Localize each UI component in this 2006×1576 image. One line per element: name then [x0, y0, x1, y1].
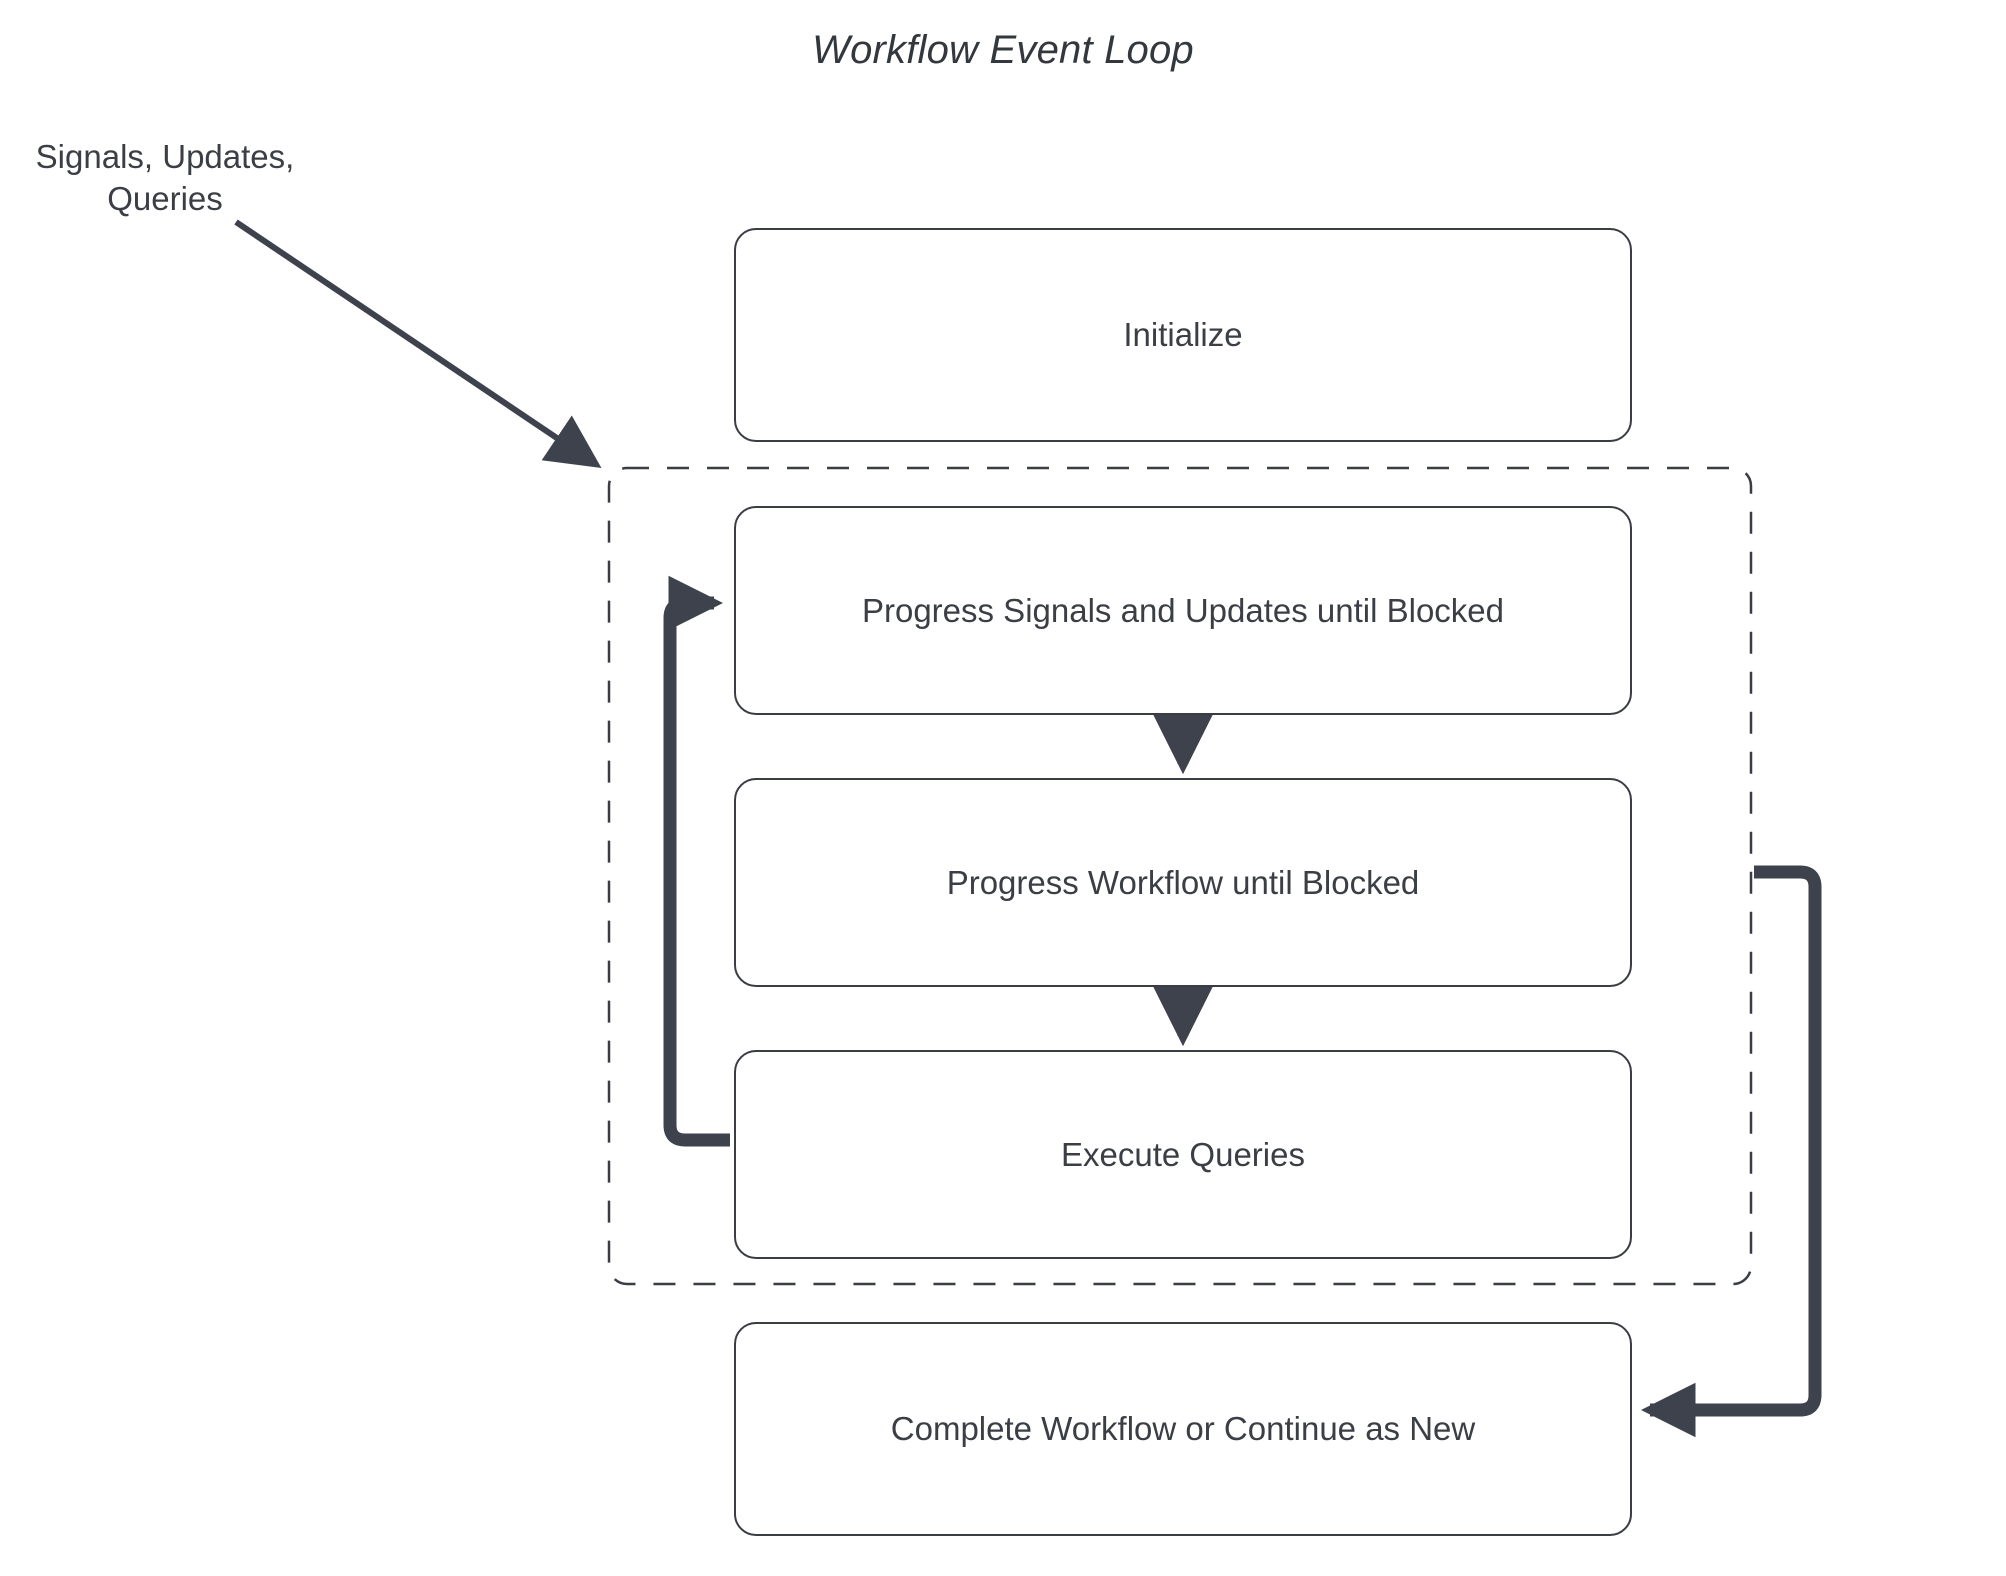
edge-exec-queries-to-progress-su — [663, 575, 730, 1147]
external-input-label: Signals, Updates, Queries — [30, 136, 300, 220]
node-complete-workflow[interactable]: Complete Workflow or Continue as New — [734, 1322, 1632, 1536]
node-execute-queries-label: Execute Queries — [1061, 1135, 1305, 1173]
node-progress-workflow-label: Progress Workflow until Blocked — [946, 863, 1420, 901]
node-complete-workflow-label: Complete Workflow or Continue as New — [890, 1410, 1476, 1447]
node-initialize-label: Initialize — [1123, 316, 1243, 353]
edge-loop-to-complete — [1640, 865, 1822, 1438]
node-progress-signals-and-updates-label: Progress Signals and Updates until Block… — [861, 591, 1505, 629]
node-initialize[interactable]: Initialize — [734, 228, 1632, 442]
edge-external-to-loop — [234, 219, 602, 469]
node-progress-signals-and-updates[interactable]: Progress Signals and Updates until Block… — [734, 506, 1632, 715]
external-input-label-line2: Queries — [107, 180, 223, 217]
node-execute-queries[interactable]: Execute Queries — [734, 1050, 1632, 1259]
external-input-label-line1: Signals, Updates, — [35, 138, 295, 175]
node-progress-workflow[interactable]: Progress Workflow until Blocked — [734, 778, 1632, 987]
page-title: Workflow Event Loop — [812, 28, 1194, 72]
event-loop-group-boundary — [607, 466, 1753, 1286]
